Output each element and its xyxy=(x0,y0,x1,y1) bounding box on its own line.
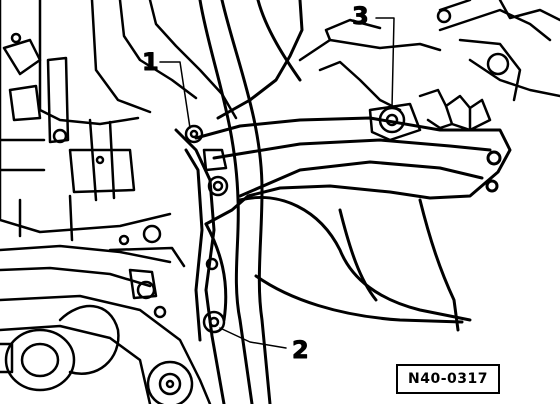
callout-1: 1 xyxy=(142,48,159,76)
leader-line-1 xyxy=(159,61,191,129)
subframe xyxy=(174,0,472,404)
wishbone xyxy=(194,116,512,332)
ball-joint-assembly xyxy=(298,0,560,142)
callout-3: 3 xyxy=(352,2,369,30)
leader-lines xyxy=(159,17,395,349)
leader-line-3 xyxy=(375,17,395,109)
mounting-bolts xyxy=(184,124,229,334)
leader-line-2 xyxy=(219,327,287,349)
callout-2: 2 xyxy=(292,336,309,364)
lower-assembly xyxy=(0,224,212,404)
figure-id-label: N40-0317 xyxy=(396,364,500,394)
